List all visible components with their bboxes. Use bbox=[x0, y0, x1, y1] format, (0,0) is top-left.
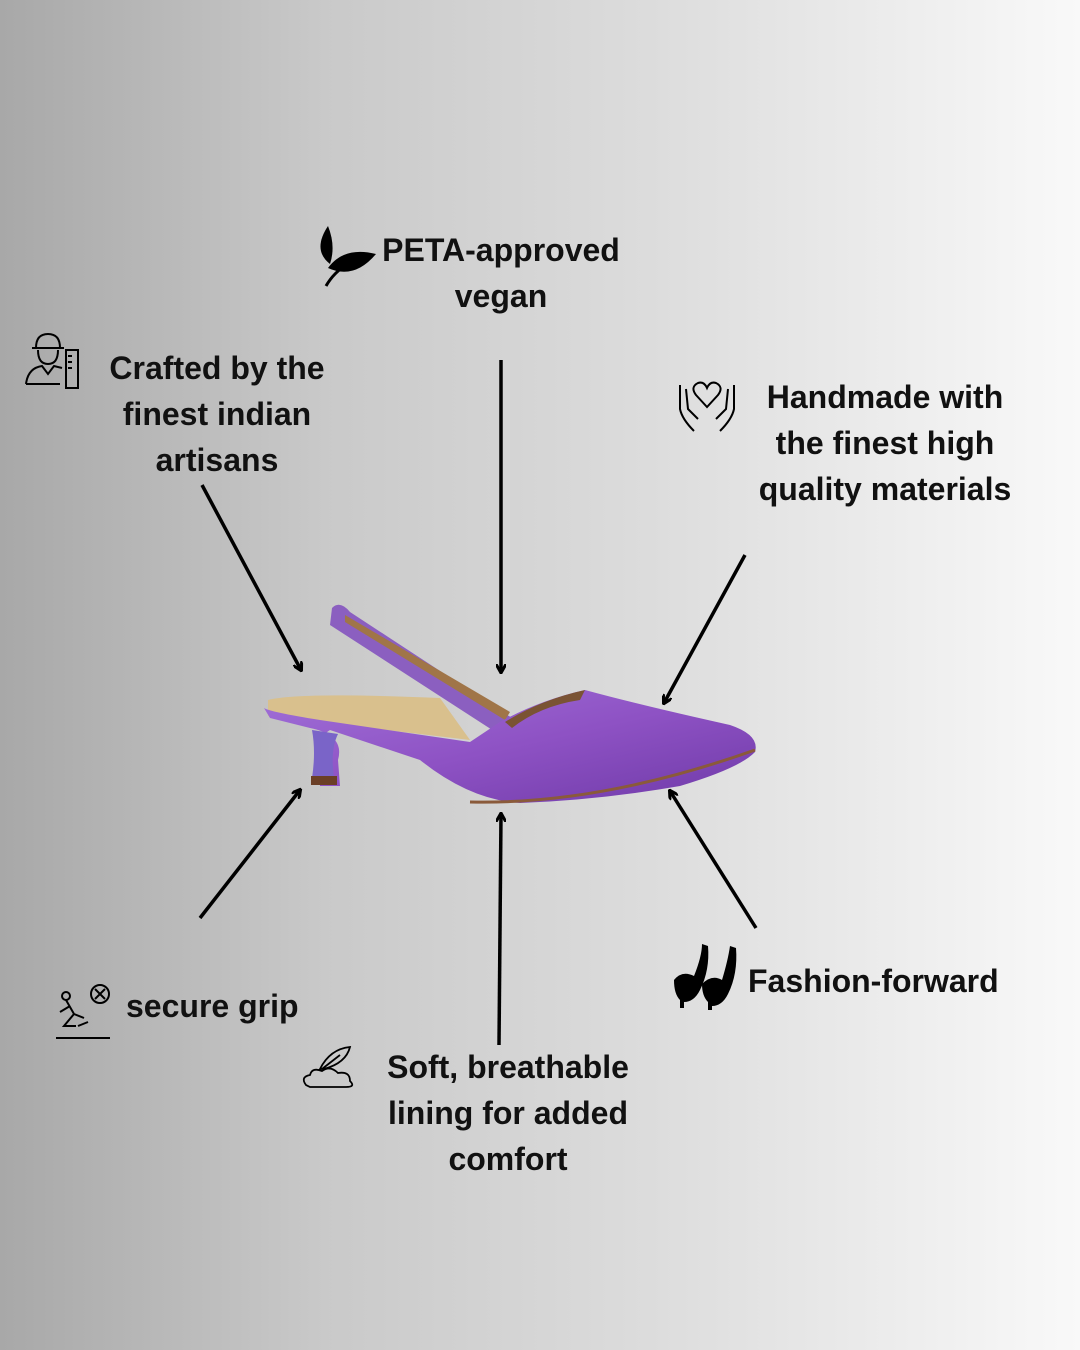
feature-line: secure grip bbox=[126, 988, 299, 1024]
feature-grip: secure grip bbox=[126, 983, 299, 1029]
artisan-worker-icon bbox=[24, 330, 82, 397]
feature-line: Soft, breathable bbox=[387, 1049, 629, 1085]
feature-line: lining for added bbox=[388, 1095, 628, 1131]
feature-fashion: Fashion-forward bbox=[748, 958, 999, 1004]
feature-line: artisans bbox=[155, 442, 279, 478]
arrow-fashion bbox=[670, 791, 758, 929]
hands-heart-icon bbox=[676, 375, 738, 442]
feature-line: vegan bbox=[454, 278, 548, 314]
feature-line: comfort bbox=[448, 1141, 568, 1177]
feature-artisans: Crafted by the finest indian artisans bbox=[92, 345, 342, 483]
feature-line: quality materials bbox=[758, 471, 1012, 507]
high-heels-icon bbox=[672, 940, 740, 1015]
feature-line: Crafted by the bbox=[109, 350, 325, 386]
feature-line: PETA-approved bbox=[382, 232, 620, 268]
feature-line: Handmade with bbox=[766, 379, 1004, 415]
arrow-grip bbox=[198, 790, 300, 920]
no-slip-icon bbox=[54, 982, 112, 1047]
arrow-lining bbox=[499, 814, 501, 1046]
feature-line: the finest high bbox=[775, 425, 995, 461]
feature-cloud-icon bbox=[300, 1045, 358, 1096]
feature-line: finest indian bbox=[122, 396, 312, 432]
leaf-icon bbox=[314, 224, 378, 293]
feature-handmade: Handmade with the finest high quality ma… bbox=[744, 374, 1026, 512]
arrow-handmade bbox=[664, 554, 747, 703]
feature-vegan: PETA-approved vegan bbox=[376, 227, 626, 319]
arrow-artisans bbox=[200, 484, 301, 670]
feature-line: Fashion-forward bbox=[748, 963, 999, 999]
feature-lining: Soft, breathable lining for added comfor… bbox=[368, 1044, 648, 1182]
